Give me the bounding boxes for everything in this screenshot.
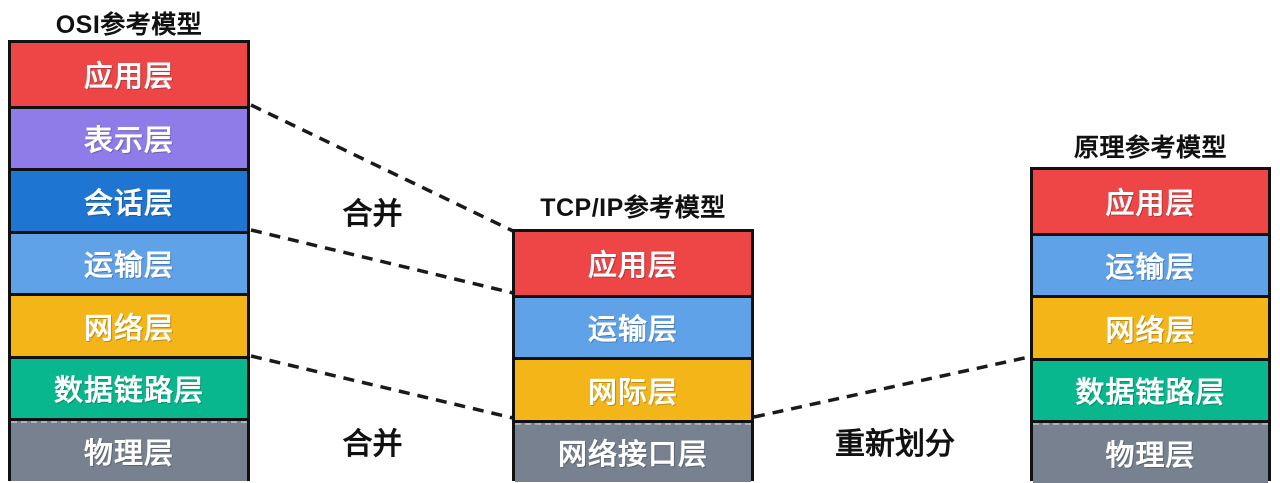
layer-osi-presentation: 表示层 xyxy=(11,105,247,168)
layer-label: 网际层 xyxy=(587,376,678,409)
layer-label: 应用层 xyxy=(83,61,174,94)
layer-osi-transport: 运输层 xyxy=(11,230,247,293)
model-title-tcpip: TCP/IP参考模型 xyxy=(540,194,726,222)
layer-principle-application: 应用层 xyxy=(1033,170,1268,233)
model-stack-tcpip: 应用层 运输层 网际层 网络接口层 xyxy=(512,229,754,482)
layer-tcpip-internet: 网际层 xyxy=(515,357,751,420)
layer-tcpip-application: 应用层 xyxy=(515,232,751,295)
layer-principle-physical: 物理层 xyxy=(1033,420,1268,483)
layer-tcpip-network-interface: 网络接口层 xyxy=(515,419,751,482)
layer-label: 数据链路层 xyxy=(1075,377,1226,410)
connector-line-merge-middle xyxy=(250,228,514,295)
model-stack-principle: 应用层 运输层 网络层 数据链路层 物理层 xyxy=(1030,167,1271,483)
layer-label: 会话层 xyxy=(83,187,174,220)
connector-line-merge-lower xyxy=(250,354,514,420)
model-stack-osi: 应用层 表示层 会话层 运输层 网络层 数据链路层 物理层 xyxy=(8,40,250,481)
layer-osi-session: 会话层 xyxy=(11,168,247,231)
layer-osi-datalink: 数据链路层 xyxy=(11,355,247,418)
layer-tcpip-transport: 运输层 xyxy=(515,294,751,357)
layer-label: 网络接口层 xyxy=(557,439,708,472)
layer-osi-physical: 物理层 xyxy=(11,418,247,481)
layer-principle-network: 网络层 xyxy=(1033,295,1268,358)
connector-label-merge-upper: 合并 xyxy=(342,198,403,231)
layer-label: 运输层 xyxy=(83,250,174,283)
connector-label-merge-lower: 合并 xyxy=(342,428,403,461)
layer-principle-datalink: 数据链路层 xyxy=(1033,357,1268,420)
connector-lines-layer xyxy=(250,103,1030,420)
layer-osi-network: 网络层 xyxy=(11,293,247,356)
layer-label: 应用层 xyxy=(1105,188,1196,221)
layer-label: 应用层 xyxy=(587,250,678,283)
layer-label: 运输层 xyxy=(1105,252,1196,285)
connector-label-redivide: 重新划分 xyxy=(835,428,955,461)
layer-label: 运输层 xyxy=(587,314,678,347)
connector-line-merge-upper xyxy=(250,103,514,233)
model-title-principle: 原理参考模型 xyxy=(1073,134,1227,162)
diagram-canvas: { "diagram": { "background_color": "#fff… xyxy=(8,11,1271,483)
connector-line-redivide xyxy=(753,355,1030,419)
layer-osi-application: 应用层 xyxy=(11,43,247,106)
layer-label: 数据链路层 xyxy=(53,375,204,408)
model-title-osi: OSI参考模型 xyxy=(55,11,203,39)
layer-label: 表示层 xyxy=(83,125,174,158)
layer-label: 物理层 xyxy=(83,437,174,470)
layer-principle-transport: 运输层 xyxy=(1033,232,1268,295)
layer-label: 网络层 xyxy=(83,312,174,345)
layer-label: 网络层 xyxy=(1105,314,1196,347)
